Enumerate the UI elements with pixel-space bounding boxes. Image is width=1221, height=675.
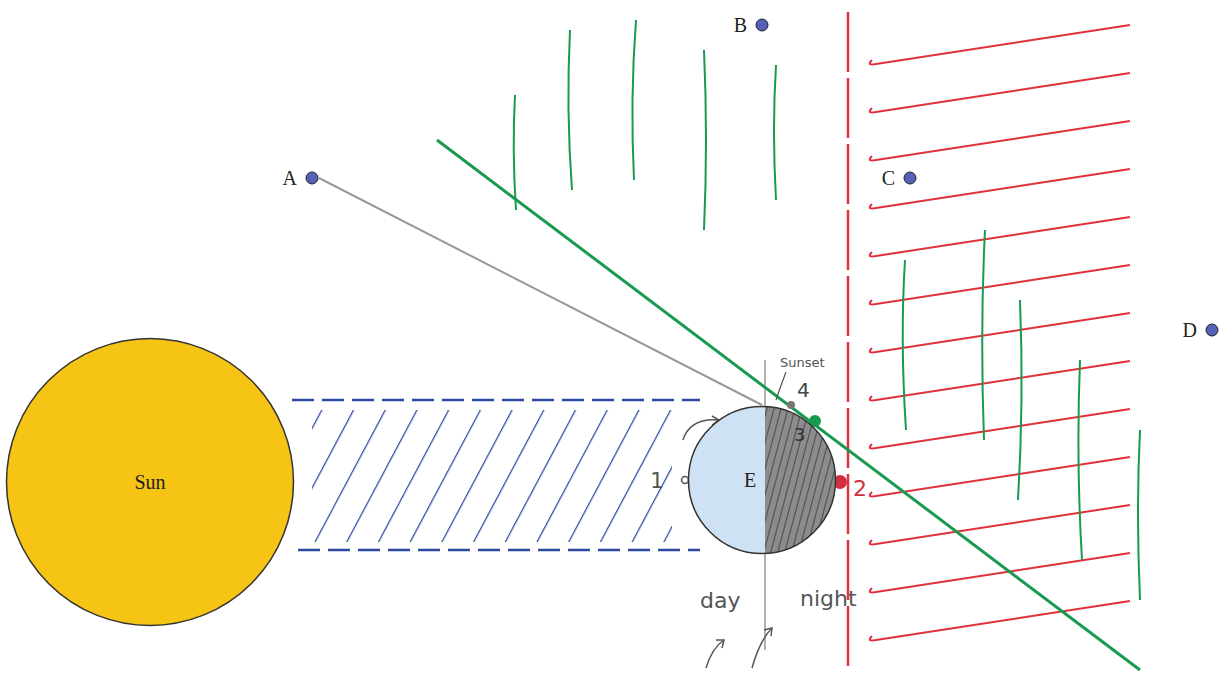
callout-label: day [700, 590, 740, 612]
earth-circle: E [687, 405, 837, 555]
green-hatching [514, 20, 1140, 600]
point-dot [903, 171, 917, 185]
point-marker [787, 401, 795, 409]
callout-label: night [800, 588, 857, 610]
sunlight-ray [292, 399, 700, 402]
point-dot [305, 171, 319, 185]
sun-circle: Sun [5, 337, 295, 627]
sight-line [319, 178, 762, 405]
point-label: A [283, 168, 297, 188]
point-c: C [882, 168, 917, 188]
callout-label: 4 [797, 380, 810, 400]
leader-line [776, 372, 786, 400]
earth-shape [687, 405, 837, 555]
callout-label: Sunset [780, 356, 825, 369]
earth-label: E [742, 469, 758, 491]
red-hatching [870, 25, 1130, 641]
sight-line [437, 140, 1140, 670]
point-a: A [283, 168, 319, 188]
horizon-line [847, 12, 850, 670]
sunlight-hatching [312, 410, 672, 542]
point-label: D [1183, 320, 1197, 340]
callout-label: 3 [794, 426, 805, 444]
callout-label: 2 [853, 478, 867, 500]
sun-label: Sun [134, 472, 165, 492]
point-b: B [734, 15, 769, 35]
point-label: C [882, 168, 895, 188]
point-marker [682, 477, 689, 484]
callout-label: 1 [650, 470, 664, 492]
point-label: B [734, 15, 747, 35]
point-d: D [1183, 320, 1219, 340]
point-dot [755, 18, 769, 32]
point-dot [1205, 323, 1219, 337]
sunlight-ray [298, 549, 700, 552]
